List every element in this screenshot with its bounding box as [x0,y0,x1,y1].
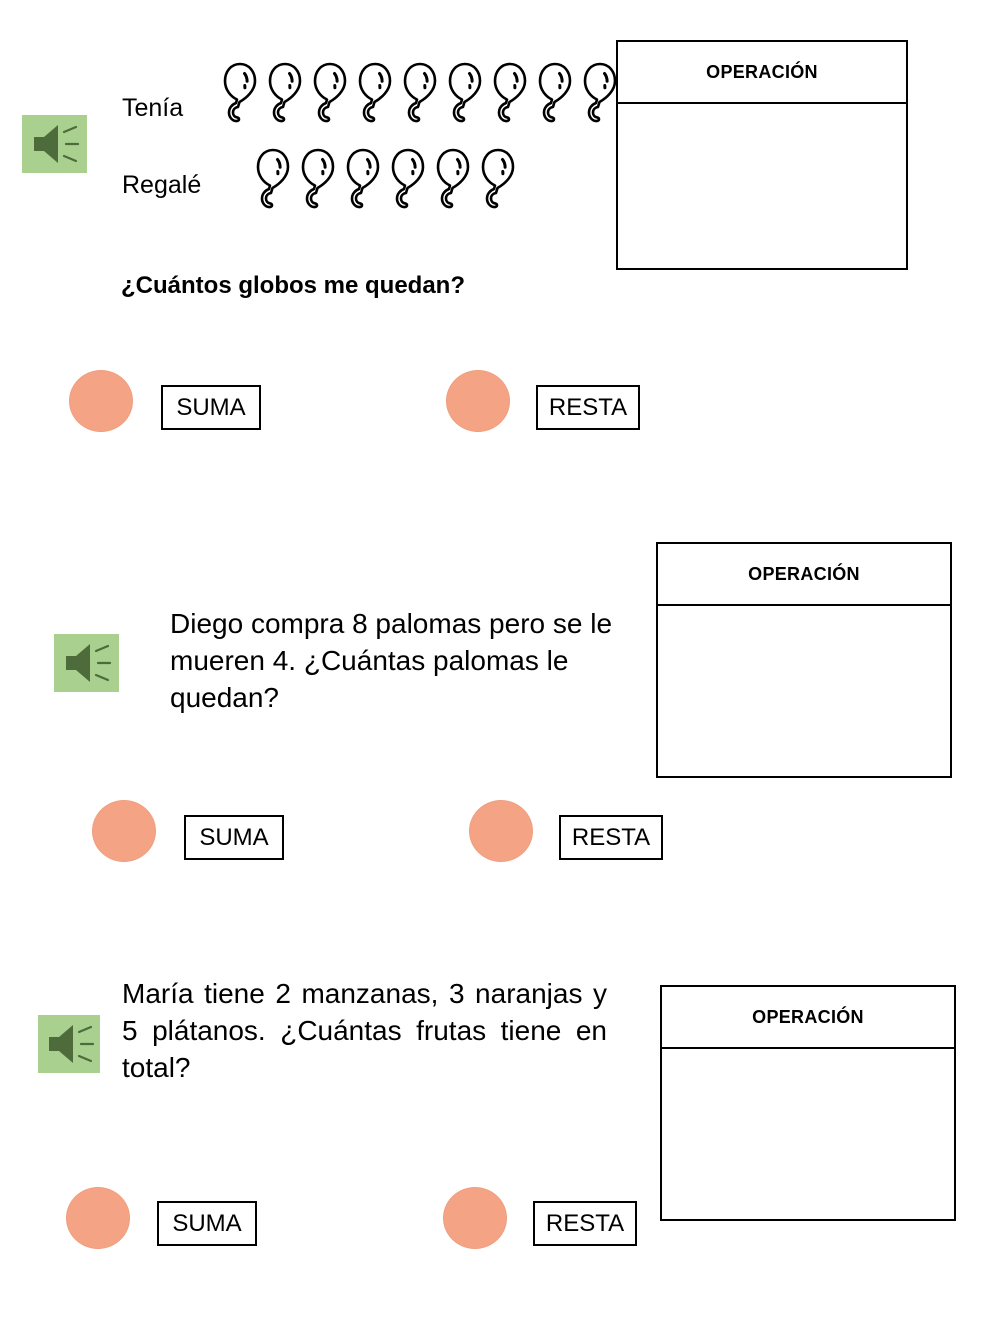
suma-answer-circle-3[interactable] [66,1187,130,1249]
balloon-icon [391,148,425,209]
balloon-row-tenia [222,62,618,134]
operation-answer-area[interactable] [618,104,906,268]
balloon-icon [538,62,572,123]
resta-label: RESTA [548,393,628,421]
resta-label: RESTA [571,823,651,851]
suma-label-box-3[interactable]: SUMA [157,1201,257,1246]
balloon-row-label-tenia: Tenía [122,94,184,122]
balloon-icon [583,62,617,123]
operation-box-3: OPERACIÓN [660,985,956,1221]
suma-label: SUMA [199,823,269,851]
speaker-icon[interactable] [54,634,119,692]
balloon-icon [403,62,437,123]
speaker-icon-glyph [66,644,112,682]
resta-answer-circle-2[interactable] [469,800,533,862]
balloon-icon [448,62,482,123]
resta-label: RESTA [545,1209,625,1237]
resta-label-box-2[interactable]: RESTA [559,815,663,860]
speaker-icon[interactable] [22,115,87,173]
balloon-icon [346,148,380,209]
speaker-icon-glyph [49,1025,95,1063]
suma-label-box-1[interactable]: SUMA [161,385,261,430]
suma-answer-circle-1[interactable] [69,370,133,432]
resta-answer-circle-1[interactable] [446,370,510,432]
operation-box-1: OPERACIÓN [616,40,908,270]
operation-box-header: OPERACIÓN [658,544,950,606]
resta-answer-circle-3[interactable] [443,1187,507,1249]
suma-answer-circle-2[interactable] [92,800,156,862]
balloon-icon [268,62,302,123]
suma-label-box-2[interactable]: SUMA [184,815,284,860]
balloon-icon [223,62,257,123]
operation-box-header: OPERACIÓN [662,987,954,1049]
balloon-icon [493,62,527,123]
balloon-icon [256,148,290,209]
exercise-3-text: María tiene 2 manzanas, 3 naranjas y 5 p… [122,978,607,1083]
operation-label: OPERACIÓN [706,61,818,82]
balloon-icon [481,148,515,209]
suma-label: SUMA [172,1209,242,1237]
suma-label: SUMA [176,393,246,421]
resta-label-box-1[interactable]: RESTA [536,385,640,430]
balloon-row-regale [255,148,516,220]
balloon-icon [436,148,470,209]
resta-label-box-3[interactable]: RESTA [533,1201,637,1246]
operation-answer-area[interactable] [658,606,950,776]
operation-label: OPERACIÓN [748,563,860,584]
balloon-icon [301,148,335,209]
operation-box-2: OPERACIÓN [656,542,952,778]
operation-label: OPERACIÓN [752,1006,864,1027]
exercise-2-text: Diego compra 8 palomas pero se le mueren… [170,608,613,713]
balloon-icon [358,62,392,123]
operation-answer-area[interactable] [662,1049,954,1219]
exercise-1-question: ¿Cuántos globos me quedan? [121,272,466,299]
balloon-row-label-regale: Regalé [122,171,202,199]
balloon-icon [313,62,347,123]
speaker-icon[interactable] [38,1015,100,1073]
operation-box-header: OPERACIÓN [618,42,906,104]
speaker-icon-glyph [34,125,80,163]
